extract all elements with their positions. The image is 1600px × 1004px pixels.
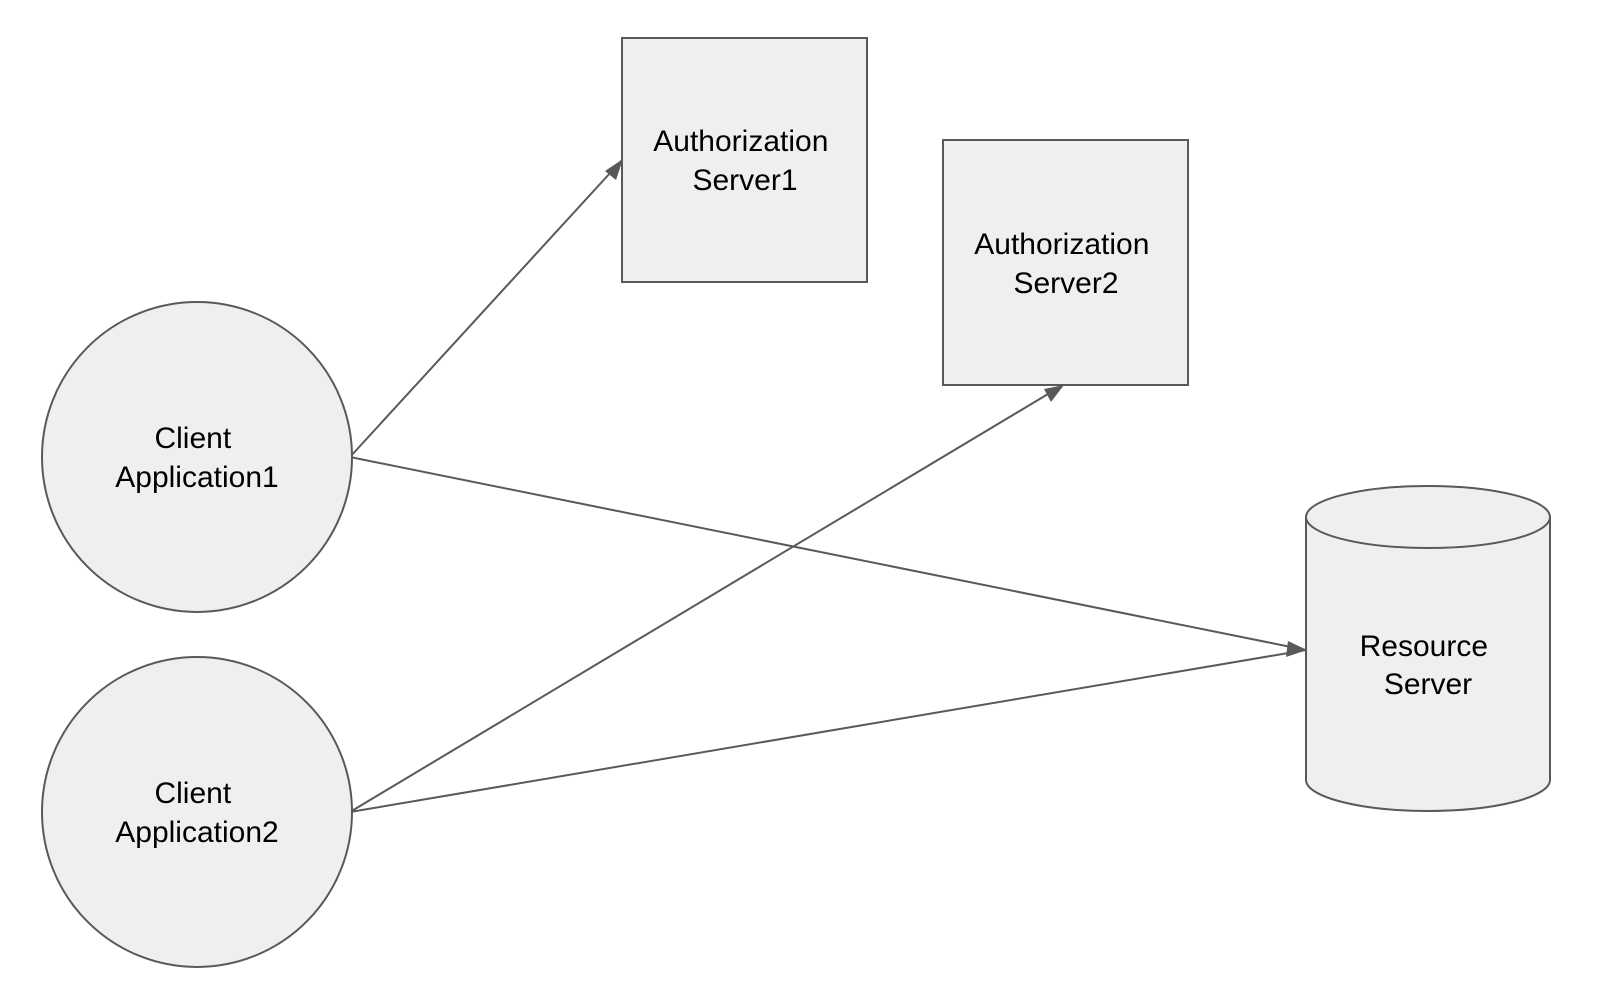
authorization-server-1-node: Authorization Server1 xyxy=(621,37,868,283)
client-application-1-label: Client Application1 xyxy=(115,422,278,494)
resource-server-cylinder-body xyxy=(1305,517,1551,812)
authorization-server-1-box xyxy=(621,37,868,283)
authorization-server-2-node: Authorization Server2 xyxy=(942,139,1189,386)
resource-server-label: Resource Server xyxy=(1360,630,1497,701)
arrowhead-auth-server2 xyxy=(1044,385,1064,402)
arrowhead-auth-server1 xyxy=(605,159,623,180)
authorization-server-1-label: Authorization Server1 xyxy=(653,125,836,197)
edge-client2-to-auth-server2 xyxy=(349,384,1064,813)
resource-server-cylinder-top xyxy=(1305,485,1551,549)
arrowhead-resource-server xyxy=(1286,641,1307,657)
edge-client1-to-auth-server1 xyxy=(349,159,623,458)
edge-client2-to-resource-server xyxy=(349,649,1307,813)
client-application-2-circle xyxy=(41,656,353,968)
client-application-1-circle xyxy=(41,301,353,613)
client-application-1-node: Client Application1 xyxy=(41,301,353,613)
client-application-2-node: Client Application2 xyxy=(41,656,353,968)
arrowheads xyxy=(605,159,1307,657)
resource-server-node: Resource Server xyxy=(1305,485,1551,812)
client-application-2-label: Client Application2 xyxy=(115,777,278,849)
authorization-server-2-label: Authorization Server2 xyxy=(974,228,1157,300)
authorization-server-2-box xyxy=(942,139,1189,386)
edges xyxy=(349,159,1307,813)
edge-client1-to-resource-server xyxy=(349,456,1307,651)
